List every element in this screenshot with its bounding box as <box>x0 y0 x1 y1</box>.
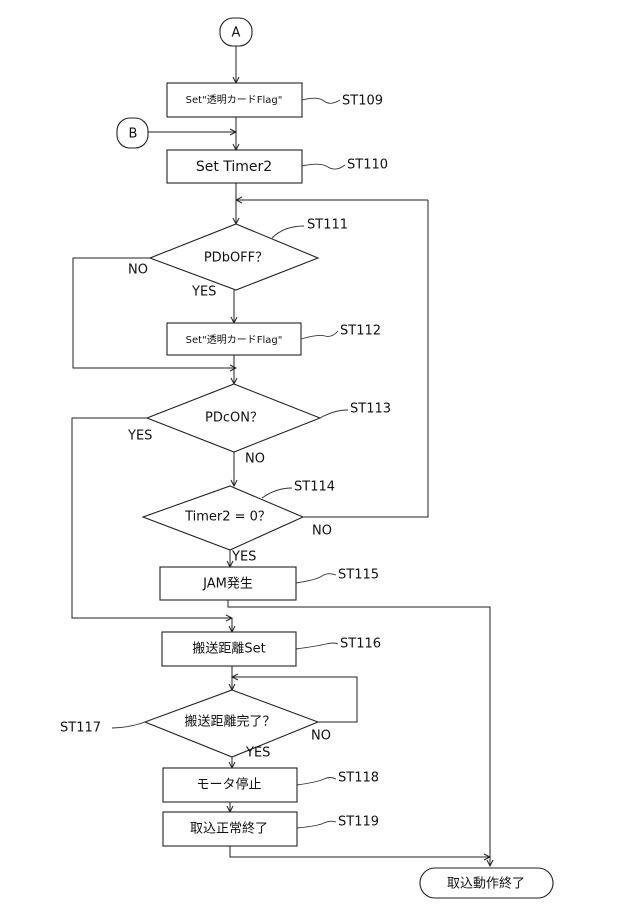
step-id: ST111 <box>307 218 348 233</box>
step-text: Set"透明カードFlag" <box>186 94 283 106</box>
step-text: Set Timer2 <box>196 159 272 175</box>
decision-st111: PDbOFF？ ST111 NO YES <box>128 218 348 300</box>
step-st109: Set"透明カードFlag" ST109 <box>167 83 383 117</box>
step-st116: 搬送距離Set ST116 <box>162 632 381 666</box>
connector-a: A <box>220 18 252 46</box>
step-st112: Set"透明カードFlag" ST112 <box>167 323 381 355</box>
step-id: ST116 <box>340 637 381 652</box>
decision-st113: PDcON？ ST113 YES NO <box>127 384 391 467</box>
connector-b-label: B <box>129 127 138 142</box>
branch-yes: YES <box>245 746 270 761</box>
connector-b: B <box>117 118 148 148</box>
step-id: ST115 <box>338 568 379 583</box>
step-text: 搬送距離Set <box>192 642 265 657</box>
step-id: ST118 <box>338 771 379 786</box>
step-text: 取込正常終了 <box>190 821 268 837</box>
step-id: ST114 <box>294 480 335 495</box>
step-id: ST110 <box>347 158 388 173</box>
end-label: 取込動作終了 <box>447 876 525 892</box>
step-st118: モータ停止 ST118 <box>163 768 379 802</box>
step-text: JAM発生 <box>202 577 253 592</box>
decision-text: PDbOFF？ <box>204 251 268 266</box>
step-st119: 取込正常終了 ST119 <box>163 812 379 846</box>
decision-text: Timer2 = 0？ <box>184 510 271 525</box>
branch-yes: YES <box>231 550 256 565</box>
branch-no: NO <box>245 452 265 467</box>
step-st110: Set Timer2 ST110 <box>167 150 388 183</box>
branch-no: NO <box>128 263 148 278</box>
branch-yes: YES <box>191 285 216 300</box>
decision-st117: 搬送距離完了？ ST117 NO YES <box>60 690 331 761</box>
step-id: ST113 <box>350 402 391 417</box>
decision-text: PDcON？ <box>205 411 263 426</box>
step-st115: JAM発生 ST115 <box>160 567 379 600</box>
branch-yes: YES <box>127 429 152 444</box>
step-text: モータ停止 <box>196 777 261 793</box>
connector-a-label: A <box>232 26 241 41</box>
step-text: Set"透明カードFlag" <box>186 334 283 346</box>
step-id: ST109 <box>342 94 383 109</box>
step-id: ST112 <box>340 324 381 339</box>
branch-no: NO <box>312 524 332 539</box>
decision-st114: Timer2 = 0？ ST114 NO YES <box>143 480 335 565</box>
connector-end: 取込動作終了 <box>420 868 553 898</box>
branch-no: NO <box>311 729 331 744</box>
step-id: ST117 <box>60 721 101 736</box>
decision-text: 搬送距離完了？ <box>184 715 275 730</box>
step-id: ST119 <box>338 815 379 830</box>
